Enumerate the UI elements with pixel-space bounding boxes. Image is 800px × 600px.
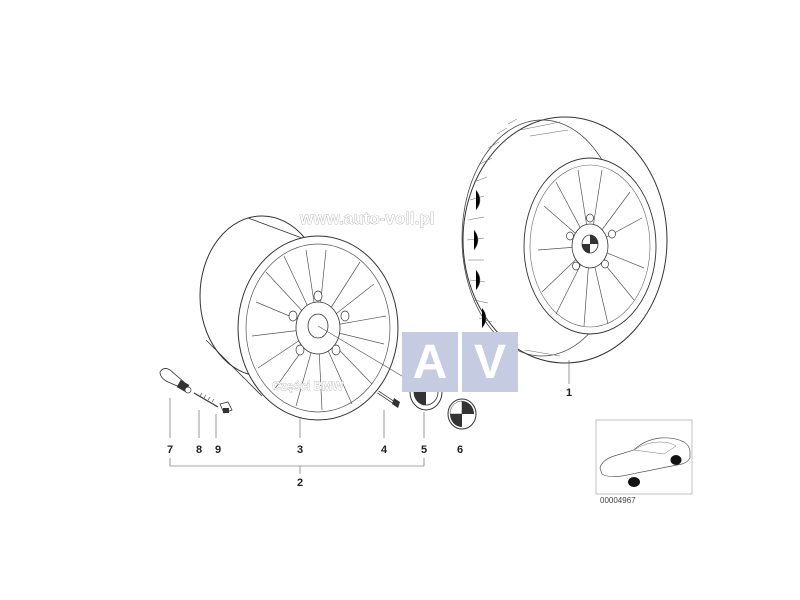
callout-6: 6 <box>457 444 463 456</box>
thumbnail-wheel-front <box>628 477 640 487</box>
thumbnail-wheel-rear <box>670 455 682 465</box>
callout-8: 8 <box>196 444 202 456</box>
logo-letter-v: V <box>474 336 506 389</box>
valve-cap-illustration <box>219 401 233 414</box>
emblem-illustration <box>447 398 477 430</box>
car-thumbnail <box>595 419 693 495</box>
callout-2: 2 <box>297 477 303 489</box>
logo-letter-a: A <box>413 336 448 389</box>
callout-9: 9 <box>215 444 221 456</box>
logo-box-v <box>462 332 518 392</box>
callout-3: 3 <box>297 444 303 456</box>
logo-box-a <box>402 332 458 392</box>
valve-insert-illustration <box>193 392 219 408</box>
diagram-code: 00004967 <box>600 496 636 505</box>
watermark-logo: A V <box>402 332 518 392</box>
callout-4: 4 <box>381 444 388 456</box>
callout-5: 5 <box>421 444 427 456</box>
leader-line <box>317 325 413 383</box>
complete-wheel-illustration <box>461 116 668 364</box>
rim-illustration <box>199 215 399 421</box>
callout-1: 1 <box>566 387 572 399</box>
valve-illustration <box>159 368 192 394</box>
watermark-url: www.auto-voll.pl <box>299 209 434 228</box>
callout-7: 7 <box>167 444 173 456</box>
wheel-bolt-illustration <box>377 390 400 408</box>
watermark-subtitle: Części BMW <box>272 379 344 393</box>
callout-lines <box>169 360 570 474</box>
